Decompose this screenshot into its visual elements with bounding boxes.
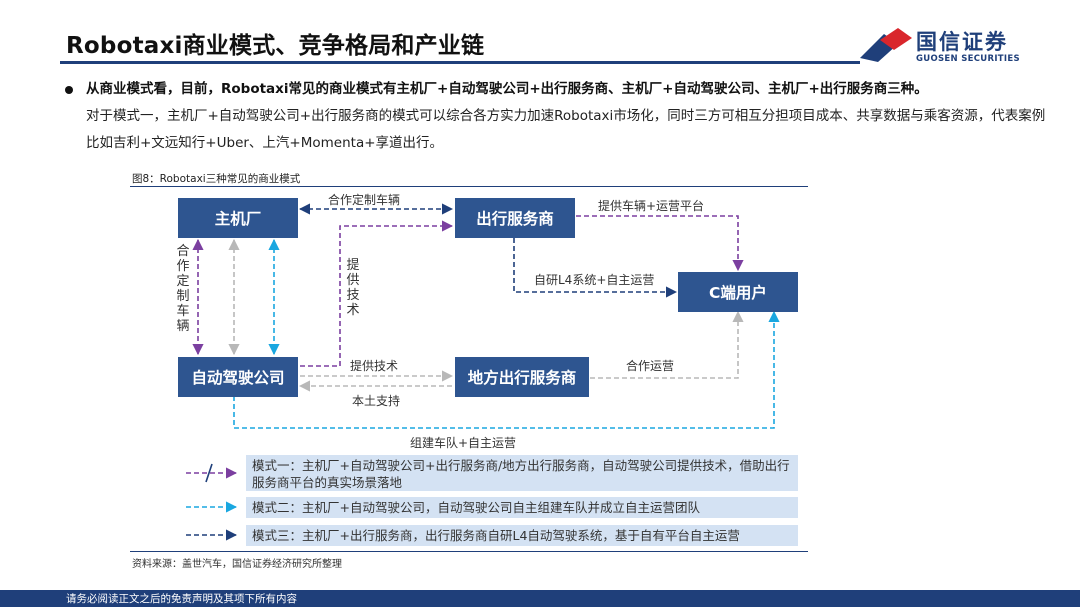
edge-local-cuser bbox=[590, 310, 744, 379]
paragraph-lead: 从商业模式看，目前，Robotaxi常见的商业模式有主机厂+自动驾驶公司+出行服… bbox=[86, 81, 928, 97]
paragraph-body: 对于模式一，主机厂+自动驾驶公司+出行服务商的模式可以综合各方实力加速Robot… bbox=[86, 108, 1046, 151]
label-coop-operation: 合作运营 bbox=[626, 359, 675, 373]
guosen-logo: 国信证券 GUOSEN SECURITIES bbox=[858, 26, 1058, 70]
figure-bottom-rule bbox=[130, 551, 808, 552]
legend-mode2: 模式二：主机厂+自动驾驶公司，自动驾驶公司自主组建车队并成立自主运营团队 bbox=[246, 497, 798, 518]
figure-top-rule bbox=[130, 186, 808, 187]
label-provide-vehicle-platform: 提供车辆+运营平台 bbox=[598, 199, 705, 213]
footer-bar: 请务必阅读正文之后的免责声明及其项下所有内容 bbox=[0, 590, 1080, 607]
label-provide-tech: 提供技术 bbox=[350, 359, 399, 373]
node-ad-company: 自动驾驶公司 bbox=[178, 357, 298, 397]
label-fleet: 组建车队+自主运营 bbox=[410, 436, 517, 450]
logo-name-en: GUOSEN SECURITIES bbox=[916, 54, 1020, 64]
edge-ad-cuser-fleet bbox=[233, 310, 780, 429]
edge-mobility-cuser bbox=[576, 215, 744, 272]
bullet-dot bbox=[65, 86, 73, 94]
title-underline bbox=[60, 61, 860, 64]
legend-slash-mode1 bbox=[205, 463, 213, 483]
intro-paragraph: 从商业模式看，目前，Robotaxi常见的商业模式有主机厂+自动驾驶公司+出行服… bbox=[86, 76, 1046, 157]
node-oem: 主机厂 bbox=[178, 198, 298, 238]
label-local-support: 本土支持 bbox=[352, 394, 401, 408]
node-local-mobility: 地方出行服务商 bbox=[455, 357, 589, 397]
node-mobility-provider: 出行服务商 bbox=[455, 198, 575, 238]
edge-ad-mobility bbox=[300, 220, 454, 367]
guosen-logo-icon bbox=[860, 28, 912, 62]
label-coop-vehicle-side: 合作定制车辆 bbox=[176, 244, 190, 334]
figure-source: 资料来源：盖世汽车，国信证券经济研究所整理 bbox=[132, 559, 342, 570]
page-title: Robotaxi商业模式、竞争格局和产业链 bbox=[66, 33, 485, 59]
label-coop-vehicle-top: 合作定制车辆 bbox=[328, 193, 401, 207]
figure-title: 图8：Robotaxi三种常见的商业模式 bbox=[132, 173, 301, 185]
label-self-l4: 自研L4系统+自主运营 bbox=[534, 273, 655, 287]
edge-mobility-cuser-l4 bbox=[513, 238, 678, 298]
legend-mode1: 模式一：主机厂+自动驾驶公司+出行服务商/地方出行服务商，自动驾驶公司提供技术，… bbox=[246, 455, 798, 491]
footer-disclaimer: 请务必阅读正文之后的免责声明及其项下所有内容 bbox=[66, 593, 297, 605]
label-provide-tech-vertical: 提供技术 bbox=[346, 258, 360, 318]
logo-name-cn: 国信证券 bbox=[916, 30, 1008, 54]
legend-mode3: 模式三：主机厂+出行服务商，出行服务商自研L4自动驾驶系统，基于自有平台自主运营 bbox=[246, 525, 798, 546]
node-c-user: C端用户 bbox=[678, 272, 798, 312]
